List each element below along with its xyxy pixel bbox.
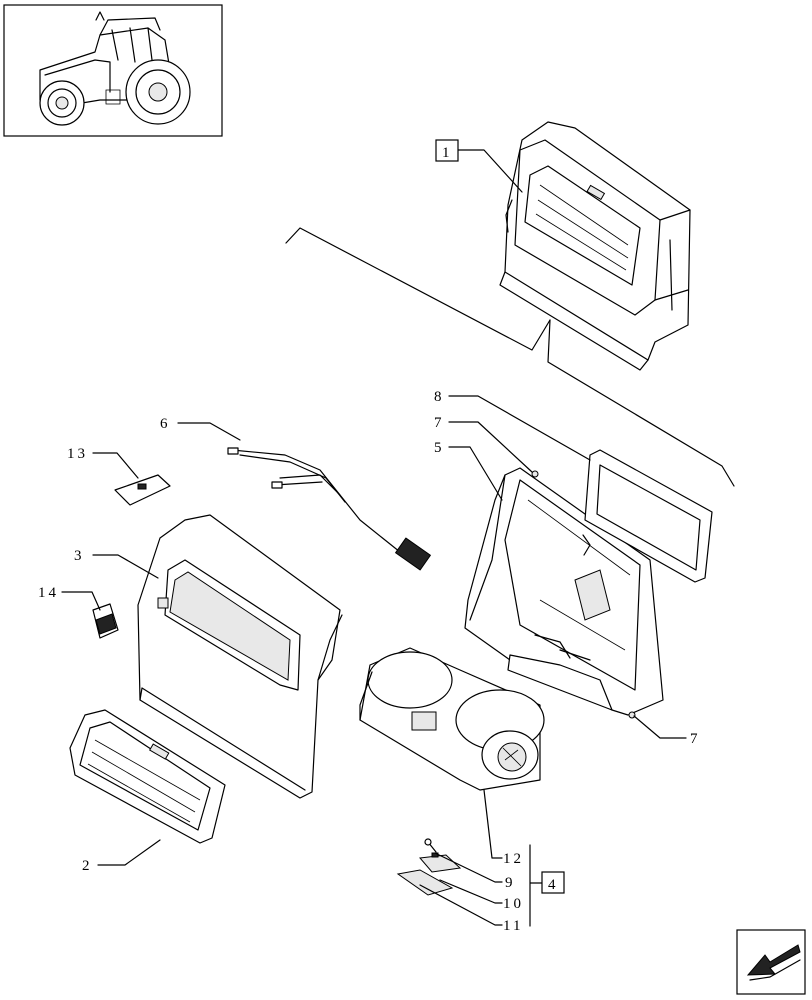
group-lines bbox=[285, 227, 735, 487]
part-6-wiring-harness bbox=[227, 447, 431, 571]
callout-10: 10 bbox=[503, 896, 524, 912]
callout-14: 14 bbox=[38, 585, 59, 601]
parts-9-12-hardware bbox=[396, 838, 462, 896]
leader-lines bbox=[61, 149, 687, 927]
callout-11: 11 bbox=[503, 918, 523, 934]
part-5-housing bbox=[464, 467, 664, 719]
tractor-thumbnail bbox=[3, 4, 223, 137]
callout-4: 4 bbox=[541, 871, 565, 894]
callout-2: 2 bbox=[82, 858, 93, 874]
callout-3: 3 bbox=[74, 548, 85, 564]
part-14-fastener bbox=[92, 603, 119, 639]
part-13-clip bbox=[114, 474, 171, 506]
callout-1: 1 bbox=[435, 139, 459, 162]
prev-page-arrow-icon[interactable] bbox=[736, 929, 806, 995]
callout-9: 9 bbox=[505, 875, 516, 891]
callout-8: 8 bbox=[434, 389, 445, 405]
callout-12: 12 bbox=[503, 851, 524, 867]
part-2-filter-panel bbox=[69, 709, 226, 844]
callout-7-upper: 7 bbox=[434, 415, 445, 431]
svg-text:4: 4 bbox=[548, 877, 559, 893]
front-wheel bbox=[39, 80, 85, 126]
svg-text:1: 1 bbox=[442, 145, 453, 161]
callout-5: 5 bbox=[434, 440, 445, 456]
blower-unit bbox=[359, 647, 545, 791]
callout-13: 13 bbox=[67, 446, 88, 462]
part-3-frame bbox=[137, 514, 343, 799]
callout-6: 6 bbox=[160, 416, 171, 432]
part-1-cover-assembly bbox=[499, 121, 691, 371]
part-8-gasket bbox=[584, 449, 713, 583]
rear-wheel bbox=[125, 59, 191, 125]
callout-7-lower: 7 bbox=[690, 731, 701, 747]
